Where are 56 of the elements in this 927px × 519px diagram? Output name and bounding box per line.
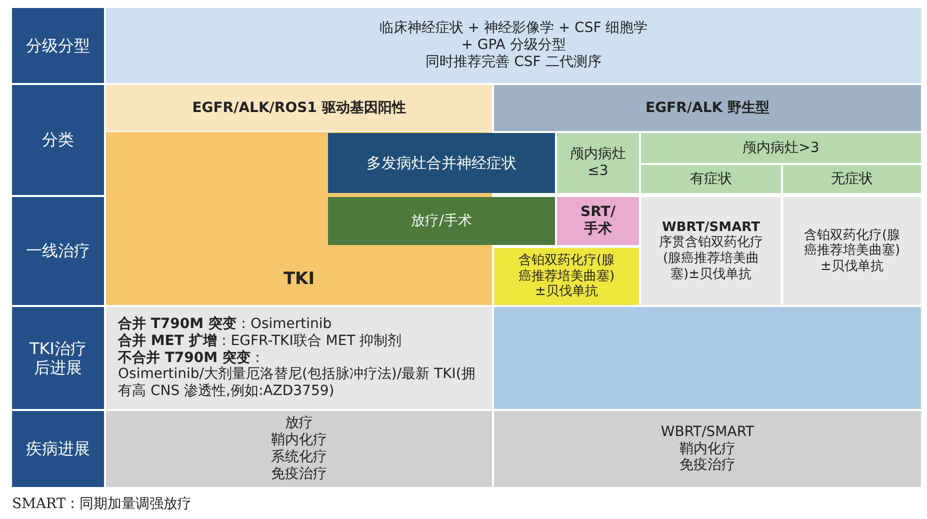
row-header [12,411,104,487]
table-cell [783,197,921,305]
table-cell [106,85,492,131]
cell-text: 免疫治疗 [680,457,736,474]
cell-text: 放疗 [285,415,313,432]
row-header [12,197,104,305]
cell-text: SRT/手术 [580,204,616,238]
cell-text: 放疗/手术 [411,212,472,230]
table-cell [106,8,921,83]
footnote: SMART：同期加量调强放疗 [12,495,192,513]
cell-text: 分类 [42,130,74,150]
cell-text: 疾病进展 [26,439,90,459]
table-cell [328,197,555,245]
cell-text: 临床神经症状 + 神经影像学 + CSF 细胞学 [379,20,648,38]
cell-text: 颅内病灶>3 [742,140,820,156]
empty-cell [494,307,921,409]
cell-text: 鞘内化疗 [271,432,327,449]
table-cell [494,411,921,487]
table-cell [106,307,492,409]
cell-text: EGFR/ALK 野生型 [646,100,770,116]
cell-text: 鞘内化疗 [680,440,736,458]
cell-text: 合并 MET 扩增：EGFR-TKI联合 MET 抑制剂 [118,332,402,350]
row-header [12,8,104,83]
cell-text: 无症状 [831,170,873,188]
cell-text: 序贯含铂双药化疗(腺癌推荐培美曲塞)±贝伐单抗 [658,235,764,282]
table-cell [783,165,921,193]
cell-text: 颅内病灶≤3 [569,146,627,180]
cell-text: 多发病灶合并神经症状 [366,154,516,172]
table-cell [494,85,921,131]
row-header [12,307,104,409]
table-cell [641,133,921,163]
cell-text: Osimertinib/大剂量厄洛替尼(包括脉冲疗法)/最新 TKI(拥有高 CNS 渗透性,例如:AZD3759) [118,366,476,400]
cell-text: 含铂双药化疗(腺癌推荐培美曲塞)±贝伐单抗 [517,253,616,300]
cell-text: 一线治疗 [26,241,90,261]
table-cell [557,197,639,245]
cell-text: EGFR/ALK/ROS1 驱动基因阳性 [192,100,406,116]
cell-text: 免疫治疗 [271,466,327,483]
cell-text: + GPA 分级分型 [461,37,566,54]
cell-text: TKI [283,268,315,289]
table-cell [557,133,639,193]
table-cell [494,248,639,305]
cell-text: TKI治疗后进展 [28,338,88,378]
table-cell [106,411,492,487]
cell-text: 合并 T790M 突变：Osimertinib [118,316,332,332]
cell-heading: WBRT/SMART [662,220,760,235]
cell-text: WBRT/SMART [660,424,754,441]
cell-text: 不合并 T790M 突变： [118,350,264,366]
table-cell [641,165,781,193]
cell-text: 分级分型 [26,36,90,56]
table-cell [641,197,781,305]
cell-text: 系统化疗 [271,449,327,466]
row-header [12,85,104,195]
table-cell [328,133,555,193]
cell-text: 同时推荐完善 CSF 二代测序 [426,54,602,71]
cell-text: 有症状 [690,170,732,188]
cell-text: 含铂双药化疗(腺癌推荐培美曲塞)±贝伐单抗 [802,228,902,274]
